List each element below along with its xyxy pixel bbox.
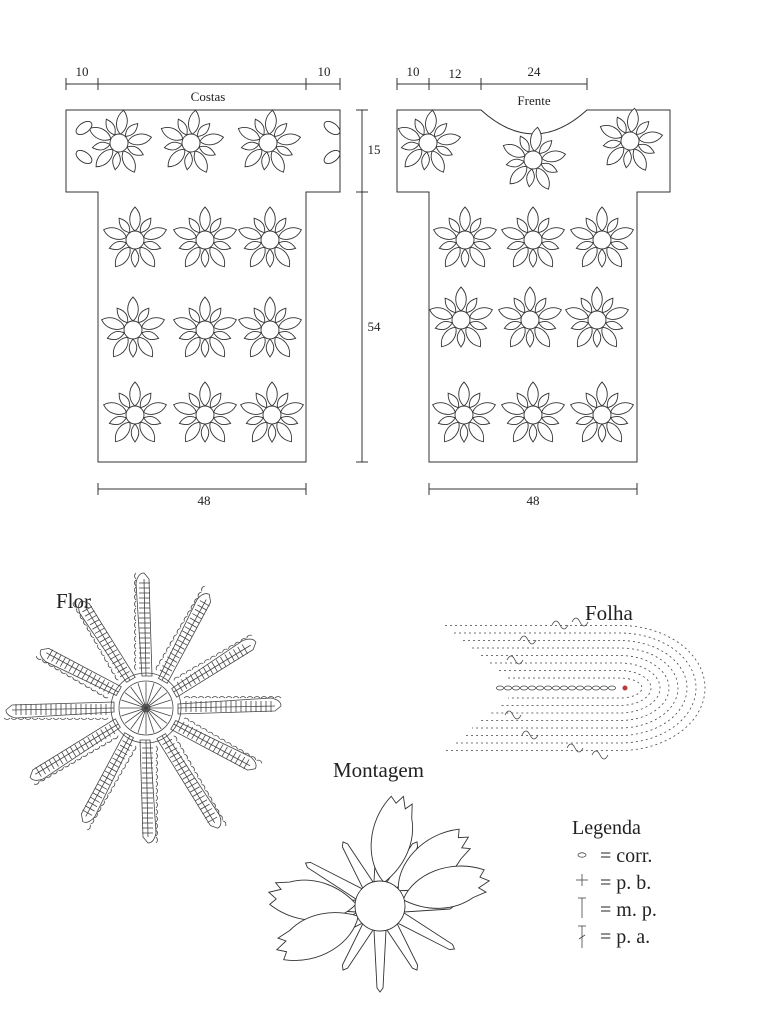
flower-motif <box>238 206 302 268</box>
leaf-chart-row <box>445 625 706 751</box>
double-crochet-symbol-icon <box>578 925 586 948</box>
flower-motif <box>433 206 497 268</box>
flower-motif <box>88 109 153 173</box>
flower-motif <box>570 381 634 443</box>
flower-chart-petal <box>177 696 282 715</box>
back-flowers <box>75 109 341 443</box>
flower-motif <box>397 109 462 173</box>
flower-motif <box>103 381 167 443</box>
leaf-chart-row <box>481 655 670 721</box>
flower-chart-petal <box>80 732 137 831</box>
assembly-diagram: Montagem <box>267 758 491 993</box>
front-shoulder-dimension: 10 <box>407 64 420 79</box>
assembly-title: Montagem <box>333 758 424 782</box>
leaf-chart: Folha <box>445 601 706 760</box>
flower-motif <box>103 206 167 268</box>
flower-chart-petal <box>35 647 122 699</box>
front-width-dimension: 48 <box>527 493 540 508</box>
sleeve-height-dimension: 15 <box>368 142 381 157</box>
flower-chart-petal <box>155 585 212 684</box>
legend-title: Legenda <box>572 817 641 839</box>
chain-symbol-icon <box>577 852 587 858</box>
flower-motif <box>173 381 237 443</box>
legend-label-chain: = corr. <box>600 845 652 867</box>
flower-chart-title: Flor <box>56 589 91 613</box>
flower-motif <box>501 206 565 268</box>
flower-chart-petal <box>171 634 257 698</box>
flower-motif <box>432 381 496 443</box>
flower-motif <box>240 381 304 443</box>
leaf-chart-row <box>454 632 697 744</box>
flower-motif <box>429 286 493 348</box>
legend: Legenda = corr. = p. b. = m. p. <box>572 817 657 948</box>
leaf-chart-row <box>472 647 679 729</box>
assembly-leaf <box>275 912 359 962</box>
back-shoulder-left-dimension: 10 <box>76 64 89 79</box>
assembly-leaf <box>402 865 491 909</box>
flower-motif <box>599 107 664 171</box>
flower-motif <box>160 109 225 173</box>
front-panel: Frente 10 12 24 48 <box>396 64 671 508</box>
assembly-petal <box>373 929 387 993</box>
flower-motif <box>173 296 237 358</box>
flower-motif <box>501 381 565 443</box>
height-dimensions: 15 54 <box>356 109 382 463</box>
flower-motif <box>498 286 562 348</box>
back-shoulder-right-dimension: 10 <box>318 64 331 79</box>
flower-chart-petal <box>170 717 263 771</box>
flower-chart-petal <box>3 701 115 720</box>
leaf-chart-start-marker <box>622 685 628 691</box>
assembly-center <box>354 880 406 932</box>
half-double-crochet-symbol-icon <box>578 897 586 918</box>
legend-item-double-crochet: = p. a. <box>578 925 650 948</box>
front-title: Frente <box>517 93 550 108</box>
legend-label-single-crochet: = p. b. <box>600 872 651 894</box>
leaf-motif <box>323 149 341 165</box>
flower-chart-petal <box>156 733 227 829</box>
flower-motif <box>565 286 629 348</box>
front-neck-side-dimension: 12 <box>449 66 462 81</box>
back-panel: Costas 10 10 48 <box>65 64 341 508</box>
back-width-dimension: 48 <box>198 493 211 508</box>
front-flowers <box>397 107 664 443</box>
flower-chart: Flor <box>3 572 282 844</box>
leaf-motif <box>75 149 93 165</box>
legend-label-half-double-crochet: = m. p. <box>600 899 657 921</box>
back-title: Costas <box>191 89 226 104</box>
leaf-chart-row <box>499 670 652 706</box>
flower-chart-petal <box>72 600 136 683</box>
leaf-chart-row <box>490 662 661 714</box>
flower-motif <box>173 206 237 268</box>
leaf-chart-title: Folha <box>585 601 634 625</box>
front-neck-dimension: 24 <box>528 64 542 79</box>
flower-motif <box>237 109 302 173</box>
legend-item-single-crochet: = p. b. <box>576 872 651 894</box>
legend-item-chain: = corr. <box>577 845 652 867</box>
flower-motif <box>101 296 165 358</box>
legend-item-half-double-crochet: = m. p. <box>578 897 657 921</box>
flower-chart-center <box>110 672 182 744</box>
flower-chart-petal <box>134 572 153 677</box>
leaf-motif <box>323 120 341 136</box>
legend-label-double-crochet: = p. a. <box>600 926 650 948</box>
flower-chart-petal <box>29 718 121 785</box>
body-height-dimension: 54 <box>368 319 382 334</box>
assembly-leaf <box>370 795 414 883</box>
leaf-motif <box>75 120 93 136</box>
flower-chart-petal <box>139 739 158 844</box>
flower-motif <box>570 206 634 268</box>
flower-motif <box>502 126 567 190</box>
single-crochet-symbol-icon <box>576 874 588 886</box>
flower-motif <box>238 296 302 358</box>
